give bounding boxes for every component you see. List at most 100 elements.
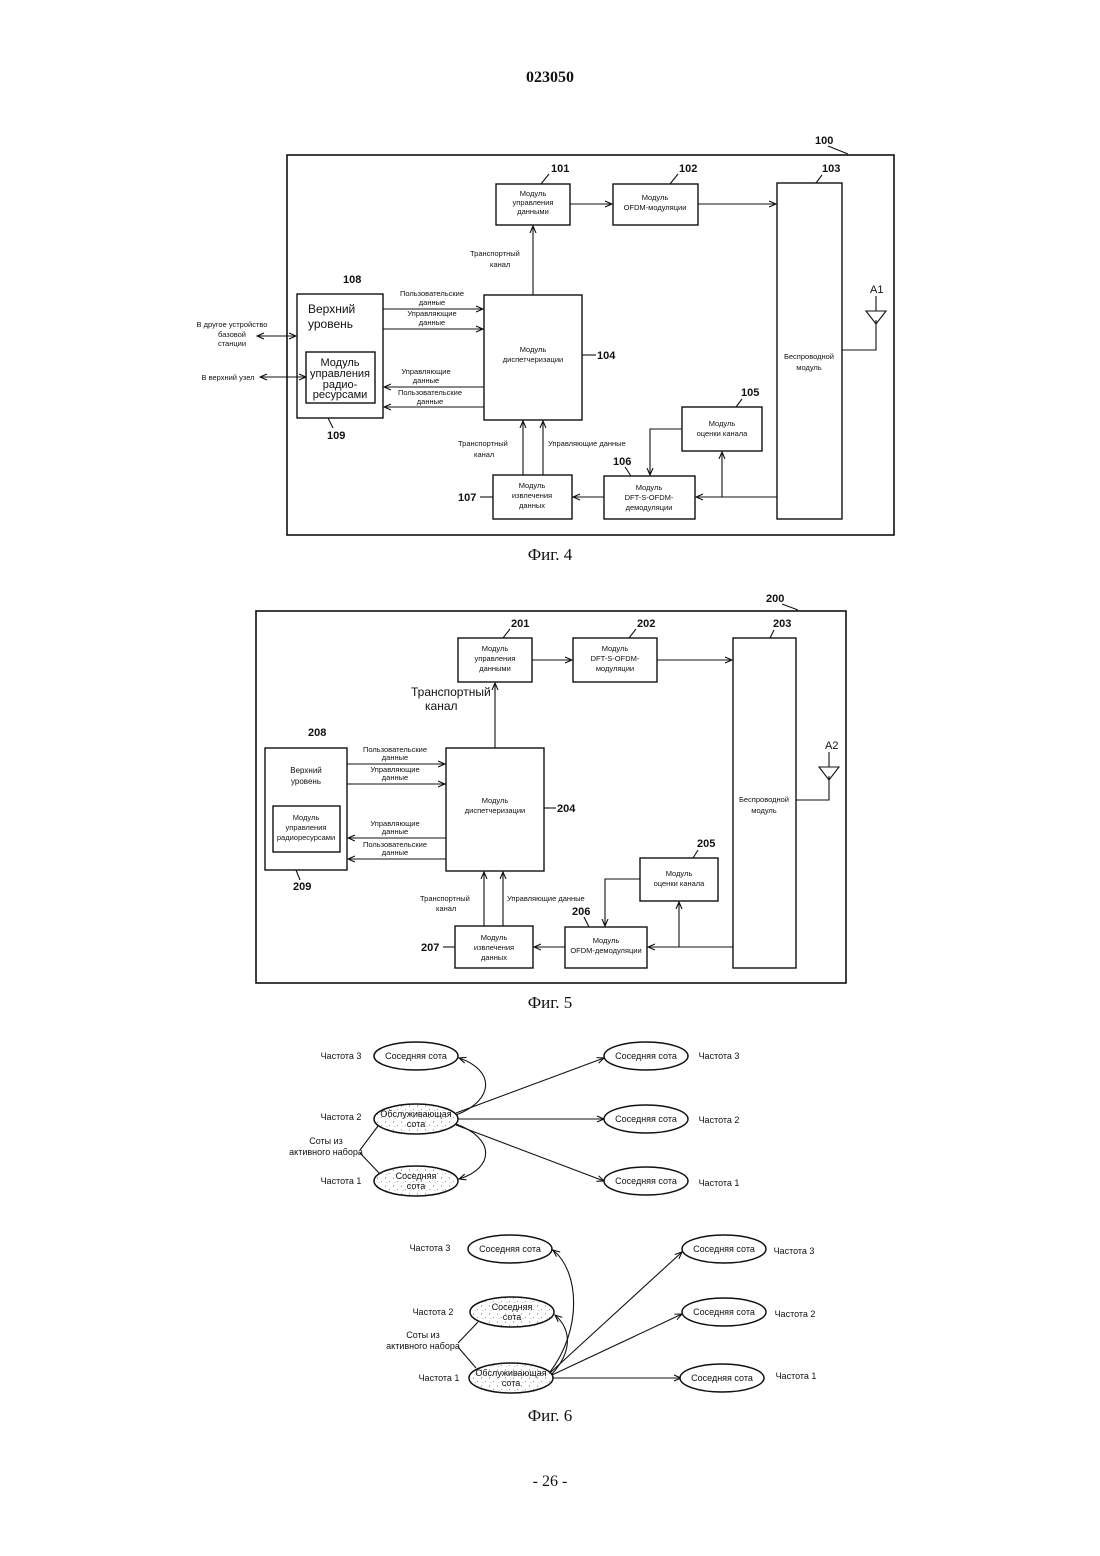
fig4-ctrl-out-l2: данные [413,376,439,385]
fig4-ctrl-in-l1: Управляющие [407,309,456,318]
fig6-top-left-cell3-label: Соседняя сота [385,1051,447,1061]
fig4-leader-109 [328,418,333,428]
fig4-demod-l3: демодуляции [626,503,673,512]
figure-4: 100 Модуль управления данными 101 Модуль… [197,135,894,564]
fig6-bottom-left-freq3: Частота 3 [410,1243,451,1253]
fig5-frame-ref: 200 [766,593,784,605]
fig5-scheduler-l2: диспетчеризации [465,806,525,815]
fig5-antenna-label: A2 [825,740,838,752]
fig6-top-diagram: Частота 3 Частота 2 Частота 1 Соседняя с… [289,1042,739,1196]
fig4-leader-105 [736,399,742,407]
fig5-ctrl-bottom: Управляющие данные [507,894,585,903]
fig5-chest-l2: оценки канала [654,879,706,888]
fig5-ref-208: 208 [308,727,326,739]
fig5-data-control-l2: управления [475,654,516,663]
fig4-frame-leader [828,146,848,154]
fig5-transport-top-l2: канал [425,699,458,713]
fig5-chest-l1: Модуль [666,869,693,878]
fig5-leader-209 [296,870,300,880]
fig6-top-arrow-to-right-3 [456,1058,604,1113]
fig5-leader-203 [770,630,774,638]
fig4-demod-l2: DFT-S-OFDM- [625,493,674,502]
fig4-ext-bs-l3: станции [218,339,246,348]
fig5-ref-205: 205 [697,838,715,850]
fig6-bottom-right-freq3: Частота 3 [774,1246,815,1256]
fig6-bottom-arrow-to-right-3 [551,1252,682,1372]
fig5-leader-201 [503,629,510,638]
fig5-transport-bottom-l1: Транспортный [420,894,470,903]
fig4-extract-l3: данных [519,501,545,510]
fig6-bottom-active-set-l2: активного набора [386,1341,460,1351]
fig6-top-right-freq1: Частота 1 [699,1178,740,1188]
fig4-ref-103: 103 [822,163,840,175]
fig5-rrc-l2: управления [286,823,327,832]
fig5-ref-202: 202 [637,618,655,630]
fig4-leader-101 [541,174,549,184]
fig4-caption: Фиг. 4 [528,545,573,564]
fig5-radio-l2: модуль [751,806,777,815]
fig5-radio-l1: Беспроводной [739,795,789,804]
fig4-user-in-l2: данные [419,298,445,307]
fig6-top-right-cell1-label: Соседняя сота [615,1176,677,1186]
fig6-bottom-left-freq2: Частота 2 [413,1307,454,1317]
fig5-data-control-l1: Модуль [482,644,509,653]
figure-5: 200 Модуль управления данными 201 Модуль… [256,593,846,1012]
fig6-top-right-freq3: Частота 3 [699,1051,740,1061]
fig6-bottom-active-set-line-1 [458,1322,478,1343]
document-number: 023050 [526,69,574,86]
fig5-ref-206: 206 [572,906,590,918]
fig4-rrc-l4: ресурсами [313,389,368,401]
fig5-ref-203: 203 [773,618,791,630]
fig6-top-left-freq3: Частота 3 [321,1051,362,1061]
fig6-bottom-left-cell2-l1: Соседняя [492,1302,533,1312]
fig4-ref-104: 104 [597,350,616,362]
page-number: - 26 - [533,1473,568,1490]
fig4-radio-l2: модуль [796,363,822,372]
fig4-user-in-l1: Пользовательские [400,289,464,298]
fig4-extract-l2: извлечения [512,491,552,500]
fig6-top-active-set-l2: активного набора [289,1147,363,1157]
fig6-top-left-freq2: Частота 2 [321,1112,362,1122]
fig5-ref-209: 209 [293,881,311,893]
fig4-ofdm-mod-l2: OFDM-модуляции [624,203,687,212]
fig5-leader-205 [693,850,698,858]
fig4-ref-102: 102 [679,163,697,175]
fig5-ref-201: 201 [511,618,529,630]
fig4-ctrl-in-l2: данные [419,318,445,327]
fig4-user-out-l2: данные [417,397,443,406]
fig6-bottom-left-cell2-l2: сота [503,1312,521,1322]
fig4-leader-102 [670,174,678,184]
fig6-bottom-right-cell1-label: Соседняя сота [691,1373,753,1383]
fig5-extract-l3: данных [481,953,507,962]
fig4-ctrl-bottom: Управляющие данные [548,439,626,448]
fig5-rrc-l3: радиоресурсами [277,833,335,842]
fig4-demod-l1: Модуль [636,483,663,492]
fig5-upper-l2: уровень [291,777,321,786]
fig4-antenna-label: A1 [870,284,883,296]
fig6-bottom-diagram: Частота 3 Частота 2 Частота 1 Соседняя с… [386,1235,816,1393]
fig4-radio-l1: Беспроводной [784,352,834,361]
fig6-bottom-right-cell2-label: Соседняя сота [693,1307,755,1317]
fig6-bottom-right-freq2: Частота 2 [775,1309,816,1319]
fig5-mod-l3: модуляции [596,664,634,673]
fig5-rrc-l1: Модуль [293,813,320,822]
fig6-top-arrow-to-left-3 [456,1058,486,1115]
fig6-bottom-serving-l1: Обслуживающая [475,1368,546,1378]
fig5-caption: Фиг. 5 [528,993,573,1012]
fig6-caption: Фиг. 6 [528,1406,573,1425]
fig5-demod-l1: Модуль [593,936,620,945]
fig6-top-right-freq2: Частота 2 [699,1115,740,1125]
fig6-bottom-left-cell3-label: Соседняя сота [479,1244,541,1254]
fig4-upper-l1: Верхний [308,302,355,316]
fig6-bottom-active-set-line-2 [458,1347,476,1368]
fig5-data-control-l3: данными [479,664,511,673]
fig5-transport-top-l1: Транспортный [411,685,491,699]
fig5-frame-leader [782,604,798,610]
fig5-mod-l1: Модуль [602,644,629,653]
fig4-ext-bs-l2: базовой [218,330,246,339]
fig6-top-active-set-line-1 [360,1126,378,1150]
fig4-chest-l1: Модуль [709,419,736,428]
fig5-upper-l1: Верхний [290,766,322,775]
